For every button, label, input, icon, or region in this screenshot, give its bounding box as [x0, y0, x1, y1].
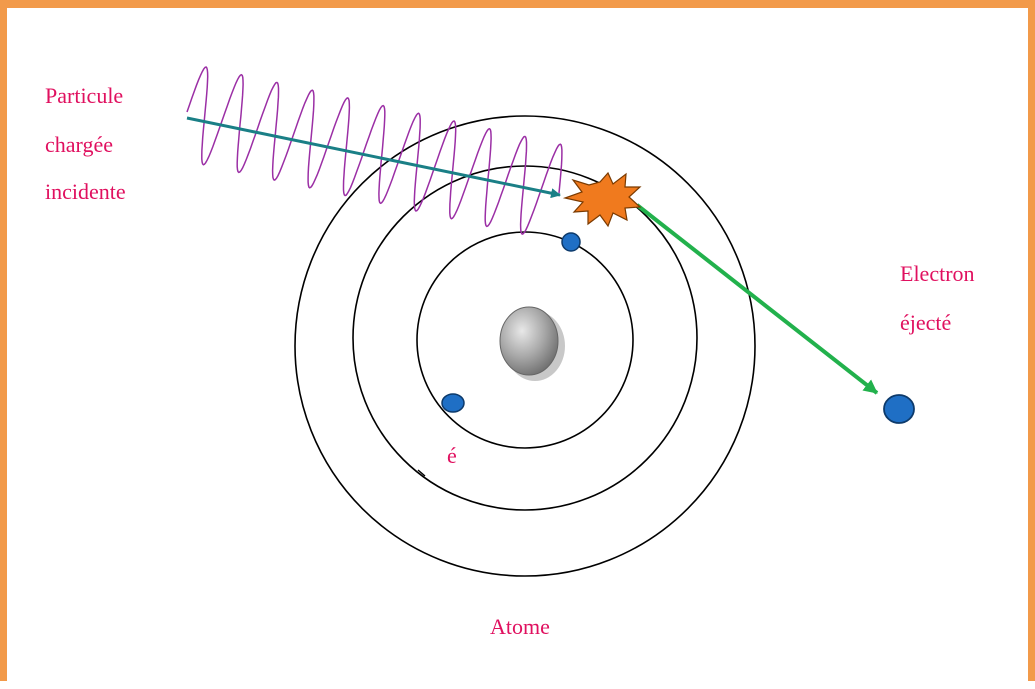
incident-label-line3: incidente	[45, 179, 126, 204]
incident-wave	[186, 66, 563, 235]
incident-label-line2: chargée	[45, 132, 113, 157]
starburst-icon	[562, 171, 642, 228]
ionization-diagram: Particule chargée incidente Electron éje…	[45, 66, 975, 639]
atom-label: Atome	[490, 614, 550, 639]
electron-dot	[561, 232, 581, 252]
incident-arrow	[186, 116, 561, 199]
nucleus-sphere	[499, 306, 559, 376]
incident-label-line1: Particule	[45, 83, 123, 108]
outer-orbit	[294, 115, 756, 577]
ejected-electron-dot	[883, 394, 915, 424]
ejected-label-line2: éjecté	[900, 310, 951, 335]
electron-dot	[441, 393, 465, 413]
ejected-arrow	[635, 203, 879, 395]
orbit-tick	[417, 469, 426, 477]
ejected-label-line1: Electron	[900, 261, 975, 286]
electron-symbol-label: é	[447, 443, 457, 468]
